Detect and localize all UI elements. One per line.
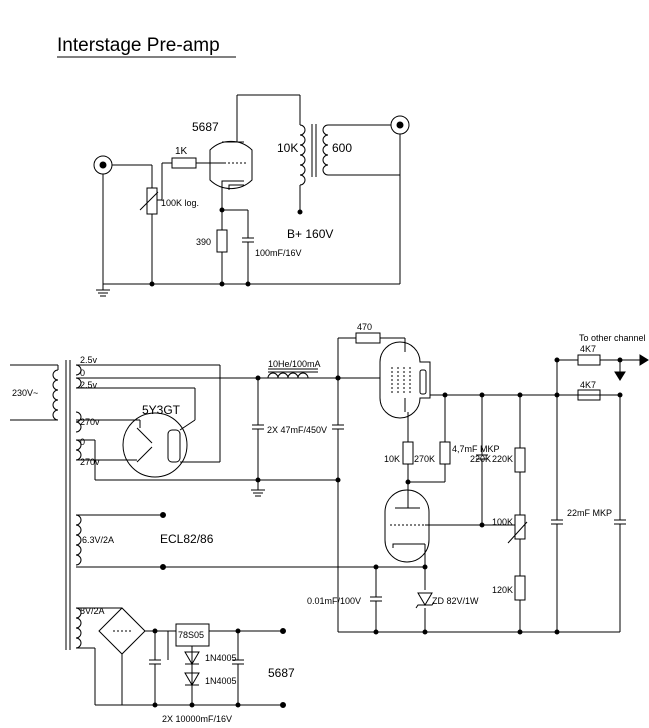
divider-pot-label: 100K (492, 517, 513, 527)
ground-symbol (96, 284, 110, 297)
pentode-tube (379, 341, 431, 419)
aux-caps-label: 2X 10000mF/16V (162, 714, 232, 724)
cathode-cap-bottom-label: 0.01mF/100V (307, 596, 361, 606)
tap-label-6: 270v (80, 457, 100, 467)
filter-caps-label: 2X 47mF/450V (267, 425, 327, 435)
cathode-cap-label: 100mF/16V (255, 248, 302, 258)
series-resistor-label: 470 (357, 322, 372, 332)
regulator-label: 78S05 (178, 630, 204, 640)
bypass-cap-label: 220K (470, 454, 491, 464)
out-resistor1-label: 4K7 (580, 344, 596, 354)
top-circuit (93, 94, 410, 297)
tap-label-1: 2.5v (80, 355, 98, 365)
supply-label: B+ 160V (287, 227, 333, 241)
diode1-label: 1N4005 (205, 653, 237, 663)
mains-label: 230V~ (12, 388, 38, 398)
rectifier-label: 5Y3GT (142, 403, 181, 417)
volume-pot (139, 187, 159, 284)
coupling-cap-label: 4,7mF MKP (452, 444, 500, 454)
bridge-rectifier (98, 607, 146, 655)
input-jack (93, 155, 113, 175)
screen-resistor-label: 10K (384, 454, 400, 464)
tap-label-3: 2.5v (80, 380, 98, 390)
tap-label-4: 270v (80, 417, 100, 427)
aux-winding-label: 8V/2A (80, 606, 105, 616)
tube-5687 (209, 95, 253, 190)
divider-bottom-label: 120K (492, 585, 513, 595)
choke-label: 10He/100mA (268, 359, 321, 369)
choke (267, 368, 318, 379)
tap-label-5: 0 (80, 437, 85, 447)
divider-top-label: 220K (492, 454, 513, 464)
tube-label: 5687 (192, 120, 219, 134)
zener-label: ZD 82V/1W (432, 596, 479, 606)
plate-resistor-label: 270K (414, 454, 435, 464)
grid-resistor (171, 157, 197, 169)
aux-tube-label: 5687 (268, 666, 295, 680)
out-resistor2-label: 4K7 (580, 380, 596, 390)
grid-resistor-label: 1K (175, 146, 188, 157)
diode2-label: 1N4005 (205, 676, 237, 686)
diagram-title: Interstage Pre-amp (57, 35, 220, 56)
heater-tube-label: ECL82/86 (160, 532, 214, 546)
rectifier-tube (122, 412, 188, 478)
triode-tube (384, 489, 430, 563)
volume-pot-label: 100K log. (161, 198, 199, 208)
other-channel-label: To other channel (579, 333, 646, 343)
output-transformer (299, 124, 329, 186)
secondary-label: 600 (332, 141, 352, 155)
heater-winding-label: 6.3V/2A (82, 535, 114, 545)
cathode-resistor (216, 229, 228, 253)
tap-label-2: 0 (80, 368, 85, 378)
cathode-resistor-label: 390 (196, 237, 211, 247)
power-supply (10, 360, 344, 708)
primary-label: 10K (277, 141, 298, 155)
decoupling-cap-label: 22mF MKP (567, 508, 612, 518)
output-jack (390, 115, 410, 135)
